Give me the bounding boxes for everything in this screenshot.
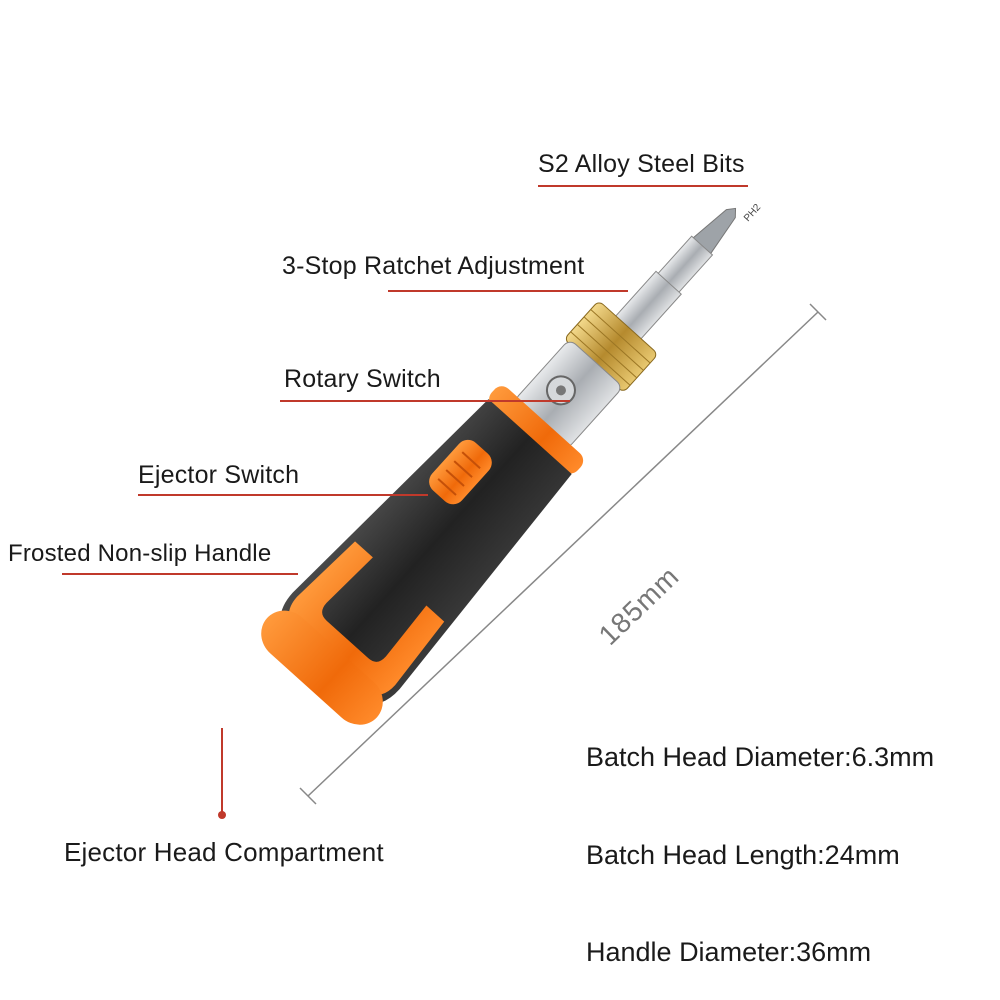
label-rotary: Rotary Switch bbox=[284, 365, 441, 393]
handle-end-cap bbox=[261, 610, 383, 725]
spec-head-diameter: Batch Head Diameter:6.3mm bbox=[586, 742, 935, 772]
dimension-line bbox=[299, 303, 827, 805]
compartment-leader-dot bbox=[218, 811, 226, 819]
leader-bits bbox=[538, 185, 748, 187]
handle-top-collar bbox=[489, 386, 584, 474]
handle-grip bbox=[280, 399, 572, 704]
label-compartment: Ejector Head Compartment bbox=[64, 837, 384, 867]
ejector-switch-button bbox=[429, 439, 492, 505]
label-handle: Frosted Non-slip Handle bbox=[8, 540, 272, 567]
label-ejector-switch: Ejector Switch bbox=[138, 461, 300, 489]
spec-handle-diameter: Handle Diameter:36mm bbox=[586, 937, 872, 967]
label-bits: S2 Alloy Steel Bits bbox=[538, 150, 745, 178]
leader-ejector-switch bbox=[138, 494, 428, 496]
leader-rotary bbox=[280, 400, 570, 402]
leader-ratchet bbox=[388, 290, 628, 292]
ratchet-collar bbox=[565, 302, 657, 391]
label-ratchet: 3-Stop Ratchet Adjustment bbox=[282, 252, 585, 280]
bit-tip bbox=[656, 207, 737, 295]
bit-marking: PH2 bbox=[742, 202, 763, 224]
spec-head-length: Batch Head Length:24mm bbox=[586, 840, 900, 870]
leader-handle bbox=[62, 573, 298, 575]
